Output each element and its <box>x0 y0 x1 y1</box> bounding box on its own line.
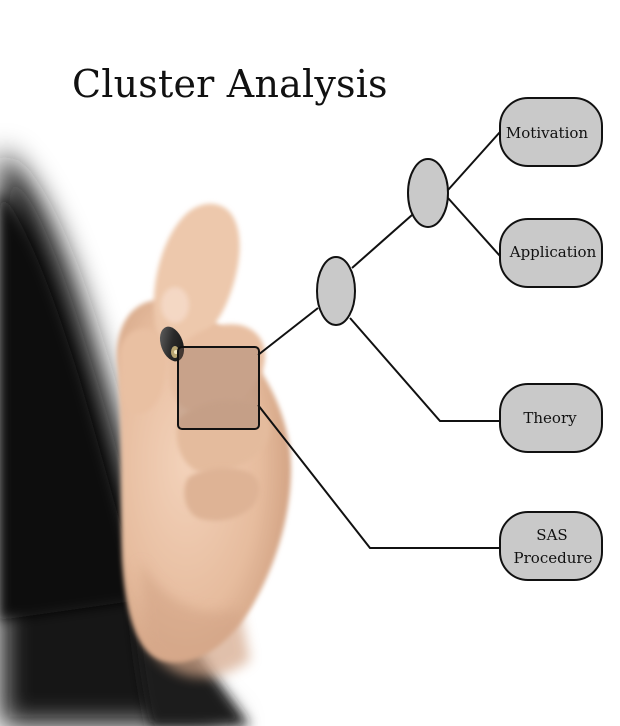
leaf-label-motivation: Motivation <box>506 124 588 142</box>
leaf-node-theory: Theory <box>499 383 603 453</box>
leaf-node-application: Application <box>499 218 603 288</box>
edge-root-node1 <box>257 307 319 356</box>
edge-node1-node2 <box>351 214 413 269</box>
intermediate-node-2 <box>407 158 449 228</box>
leaf-node-sas-procedure: SAS Procedure <box>499 511 603 581</box>
intermediate-node-1 <box>316 256 356 326</box>
leaf-label-procedure: Procedure <box>514 549 593 567</box>
edge-node2-motivation <box>447 131 501 191</box>
page-title: Cluster Analysis <box>72 62 388 106</box>
leaf-label-application: Application <box>509 243 597 261</box>
edge-node2-application <box>447 197 501 257</box>
leaf-node-motivation: Motivation <box>499 97 603 167</box>
leaf-label-sas: SAS <box>536 526 567 544</box>
edge-node1-theory <box>349 317 500 422</box>
hand-image <box>116 203 291 678</box>
root-node-box <box>177 346 260 430</box>
leaf-label-theory: Theory <box>523 409 577 427</box>
connector-lines <box>257 131 501 549</box>
edge-root-sas <box>257 404 500 549</box>
